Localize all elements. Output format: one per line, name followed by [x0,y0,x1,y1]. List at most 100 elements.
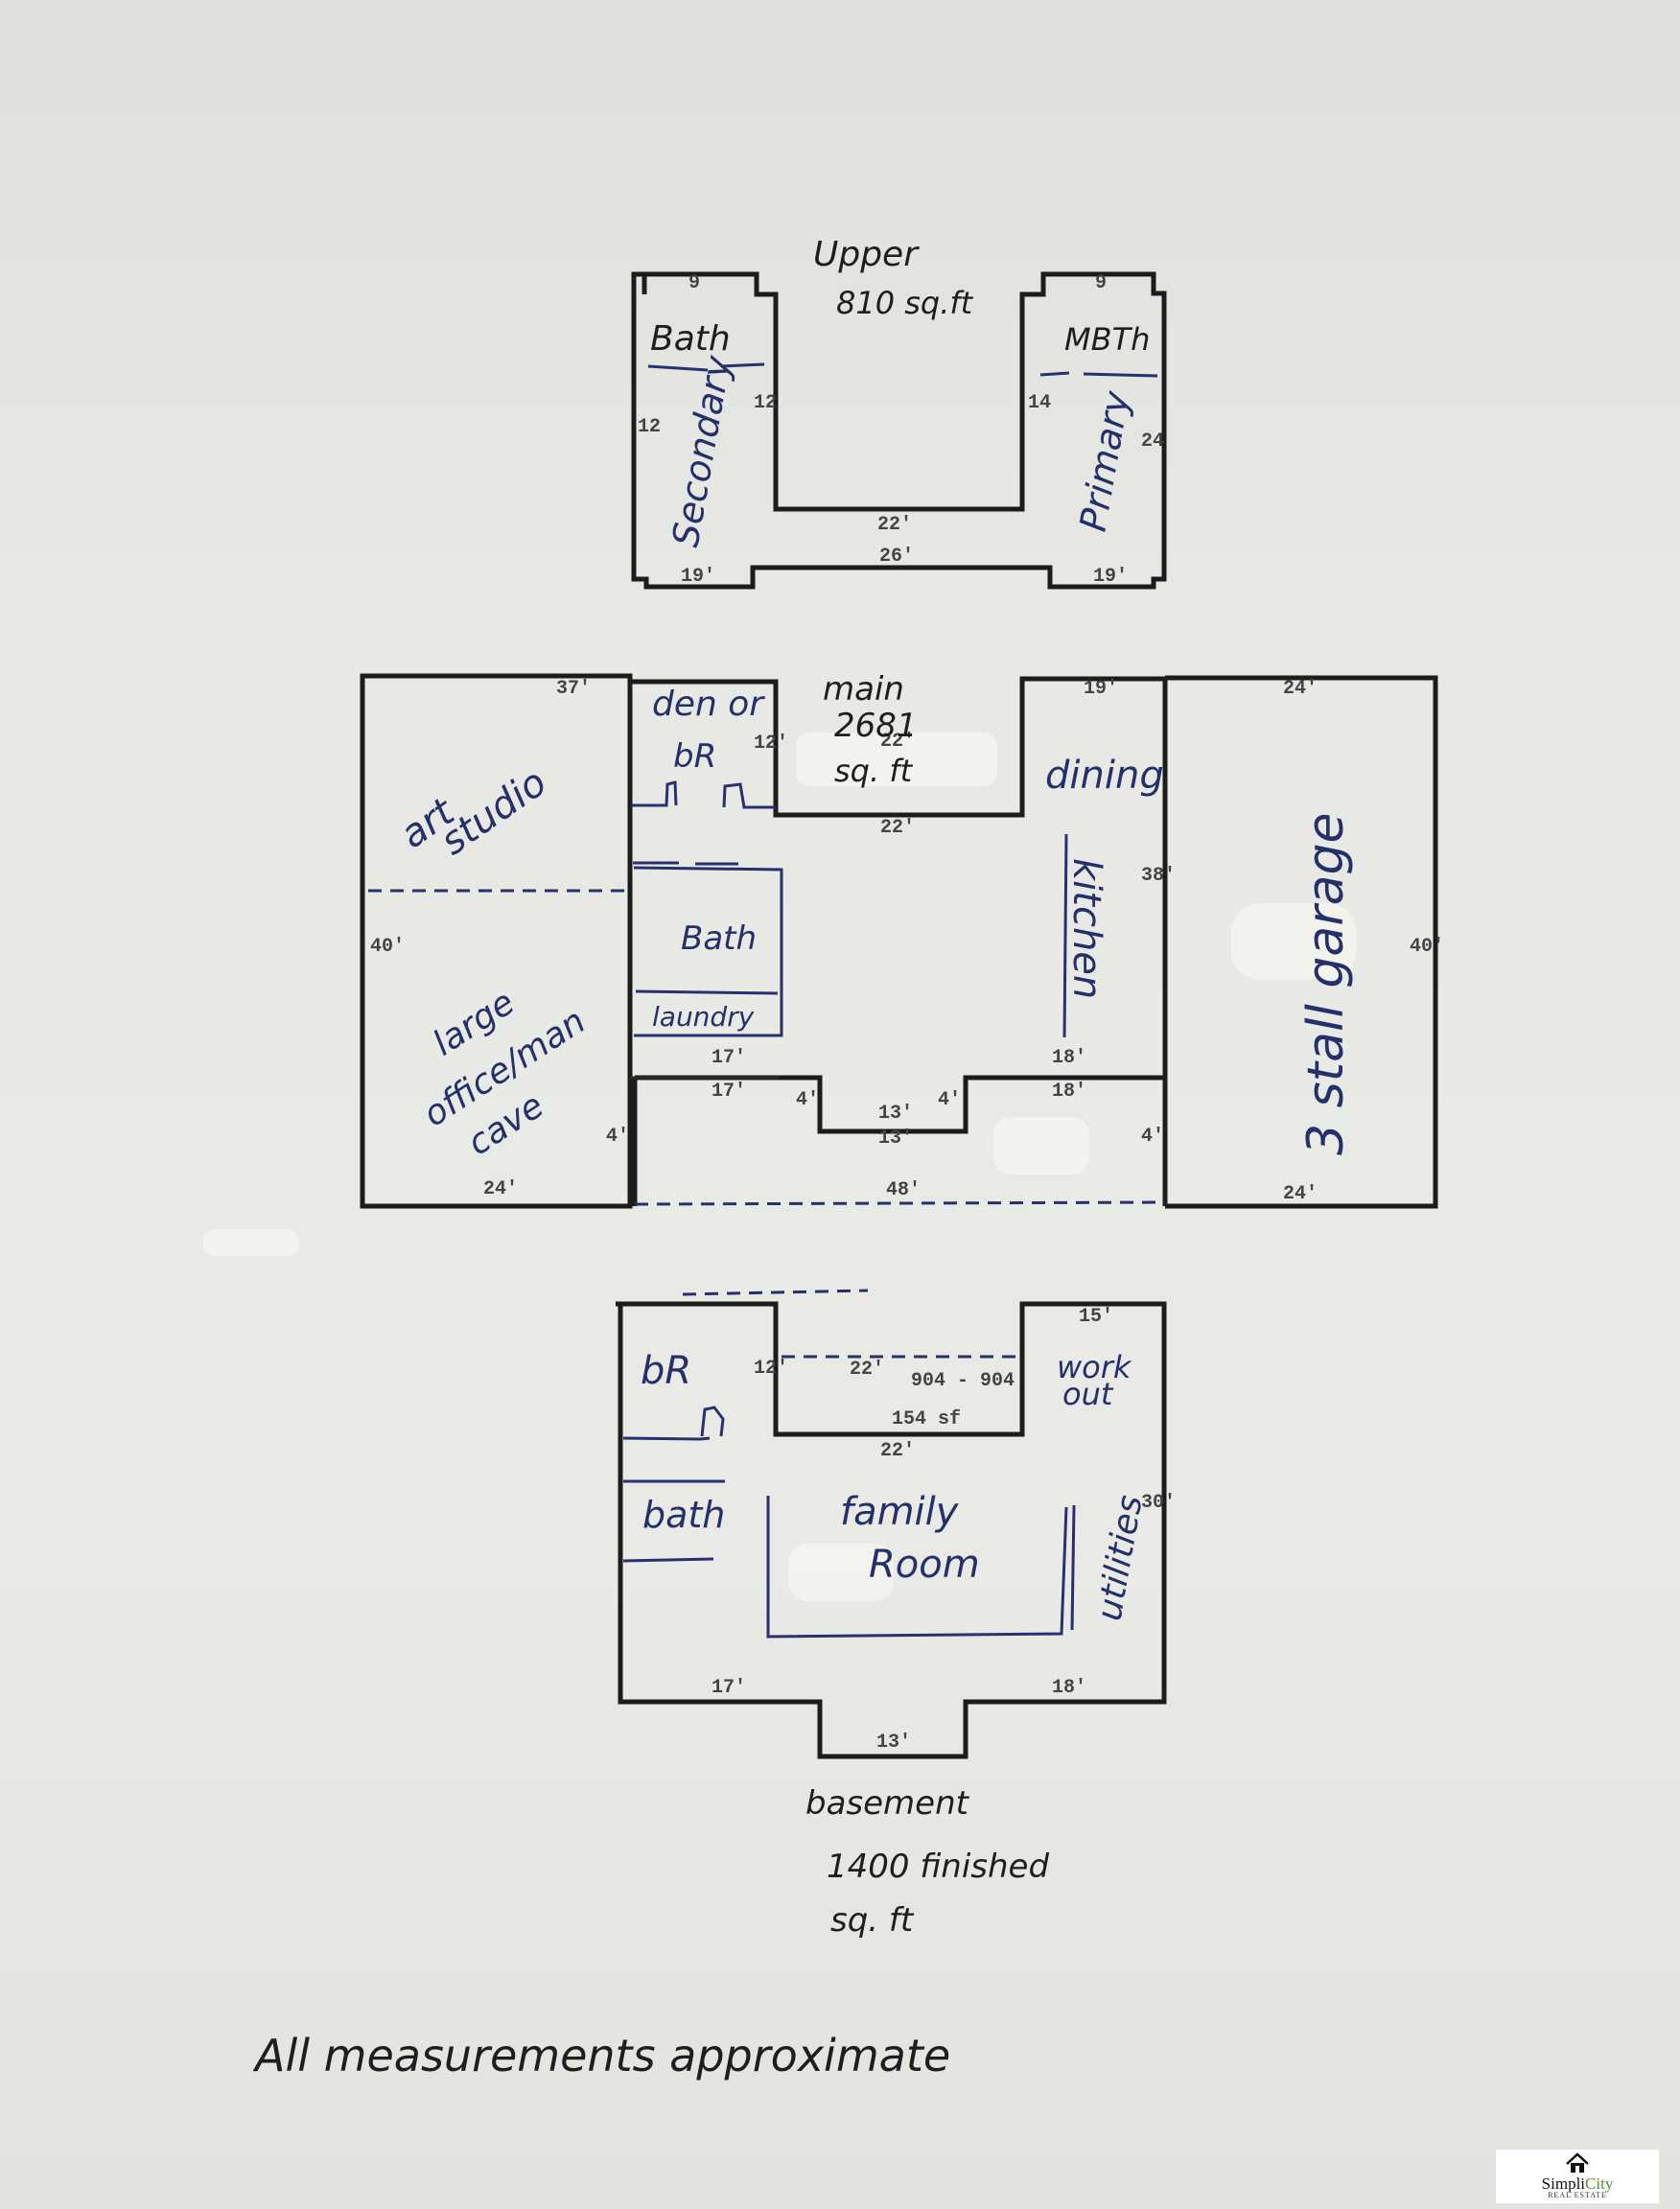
margin-smudge [203,1229,299,1256]
main-kitchen-bar [1062,833,1068,1038]
basement-family-box [766,1496,1068,1639]
upper-secondary-label: Secondary [665,352,739,549]
basement-work-label: work [1057,1349,1132,1385]
upper-dim-right: 19' [1093,566,1128,588]
garage-smudge [1231,903,1356,980]
main-dim-bottom-left: 24' [483,1178,518,1200]
brand-tagline: REAL ESTATE [1548,2191,1607,2199]
upper-floor: 22' 26' 19' 19' 12 12 14 24 9 9 Upper 81… [631,235,1167,590]
main-dim-4d: 4' [1141,1126,1164,1148]
main-dim-12: 12' [754,732,788,755]
main-dim-38: 38' [1141,865,1176,887]
main-dim-top-left: 37' [556,678,591,700]
main-floor: 37' 24' 40' 22' 22' 17' 17' 18' 18' 13' … [203,670,1444,1256]
main-laundry-label: laundry [652,1001,755,1033]
main-dim-garage-top: 24' [1283,678,1318,700]
main-bottom-dashed-line [634,1200,1166,1206]
main-den-or-label: den or [652,685,765,724]
upper-floor-outline [631,271,1167,590]
main-dim-13: 13' [878,1103,913,1125]
main-bath-label: Bath [681,919,757,958]
main-br-label: bR [673,737,716,776]
upper-bath-label: Bath [650,319,731,359]
main-dim-4b: 4' [938,1089,961,1111]
upper-dim-h2: 12 [754,392,777,414]
measurements-note: All measurements approximate [252,2030,950,2081]
basement-dim-top: 22' [850,1359,884,1381]
main-dim-bottom-mid: 48' [886,1179,921,1201]
main-dining-label: dining [1045,754,1164,798]
basement-room-label: Room [869,1543,980,1587]
basement-family-label: family [840,1490,960,1534]
basement-utilities-bar [1070,1504,1076,1631]
brand-name-a: Simpli [1541,2174,1586,2193]
main-dim-19: 19' [1084,678,1118,700]
main-dim-18b: 18' [1052,1081,1086,1103]
main-dim-4c: 4' [606,1126,629,1148]
main-den-door [631,780,776,809]
upper-dim-left: 19' [681,566,715,588]
upper-primary-label: Primary [1072,387,1138,534]
basement-dim-mid: 22' [880,1440,915,1462]
main-lower-walls [632,1075,1165,1206]
upper-dim-h3: 14 [1028,392,1051,414]
main-garage [1165,675,1438,1209]
upper-dim-inner: 22' [877,514,912,536]
basement-title: basement [805,1784,970,1823]
upper-bath-divider [647,362,765,372]
basement-br-door [700,1406,725,1437]
basement-bath-bottom [622,1557,714,1563]
basement-smudge [788,1544,894,1601]
basement-top-dashed-line [682,1289,869,1296]
main-kitchen-label: kitchen [1064,858,1108,999]
basement-print-b: 154 sf [892,1408,961,1430]
basement-utilities-label: utilities [1089,1492,1150,1623]
brand-name: SimpliCity [1496,2174,1659,2194]
basement-outline [616,1301,1167,1759]
basement-dim-13: 13' [876,1732,911,1754]
upper-mbth-divider [1039,371,1158,378]
upper-mbth-label: MBTh [1064,321,1150,358]
basement-print-a: 904 - 904 [911,1370,1015,1392]
brand-logo: SimpliCity REAL ESTATE [1496,2150,1659,2203]
main-left-wing [360,673,633,1209]
upper-dim-h4: 24 [1141,430,1164,453]
main-laundry-divider [635,989,779,995]
basement-unit: sq. ft [830,1901,915,1940]
upper-dim-h1: 12 [638,416,661,438]
basement-finished: 1400 finished [827,1848,1049,1886]
basement-dim-30: 30' [1141,1492,1176,1514]
upper-title: Upper [813,235,920,274]
basement-floor: 22' 22' 904 - 904 154 sf 17' 18' 13' 12'… [616,1289,1176,1940]
house-icon [1566,2152,1589,2173]
main-garage-label: 3 stall garage [1297,813,1355,1156]
main-correction-smudge [796,732,997,786]
basement-dim-12: 12' [754,1358,788,1380]
upper-dim-outer: 26' [879,546,914,568]
main-smudge-2 [993,1117,1089,1174]
main-dim-13b: 13' [878,1128,913,1150]
main-dim-4a: 4' [796,1089,819,1111]
main-dim-inner-small: 22' [880,731,915,753]
main-dim-17b: 17' [712,1081,746,1103]
main-dim-18a: 18' [1052,1047,1086,1069]
basement-dim-15: 15' [1079,1306,1113,1328]
basement-br-divider [622,1436,711,1441]
basement-bath-label: bath [642,1494,725,1536]
upper-area: 810 sq.ft [836,285,974,321]
main-title: main [823,670,904,709]
main-dim-garage-side: 40' [1410,936,1444,958]
main-area-unit: sq. ft [834,753,914,789]
main-dim-garage-bottom: 24' [1283,1183,1318,1205]
main-bath-top-dash [633,861,738,866]
basement-br-label: bR [641,1349,691,1393]
brand-name-b: City [1585,2174,1614,2193]
main-dim-17a: 17' [712,1047,746,1069]
main-dim-side-left: 40' [370,936,405,958]
main-bath-box [633,866,783,1037]
upper-dim-t1: 9 [688,272,700,294]
main-dim-inner-top: 22' [880,817,915,839]
basement-dim-18: 18' [1052,1677,1086,1699]
upper-dim-t2: 9 [1095,272,1107,294]
